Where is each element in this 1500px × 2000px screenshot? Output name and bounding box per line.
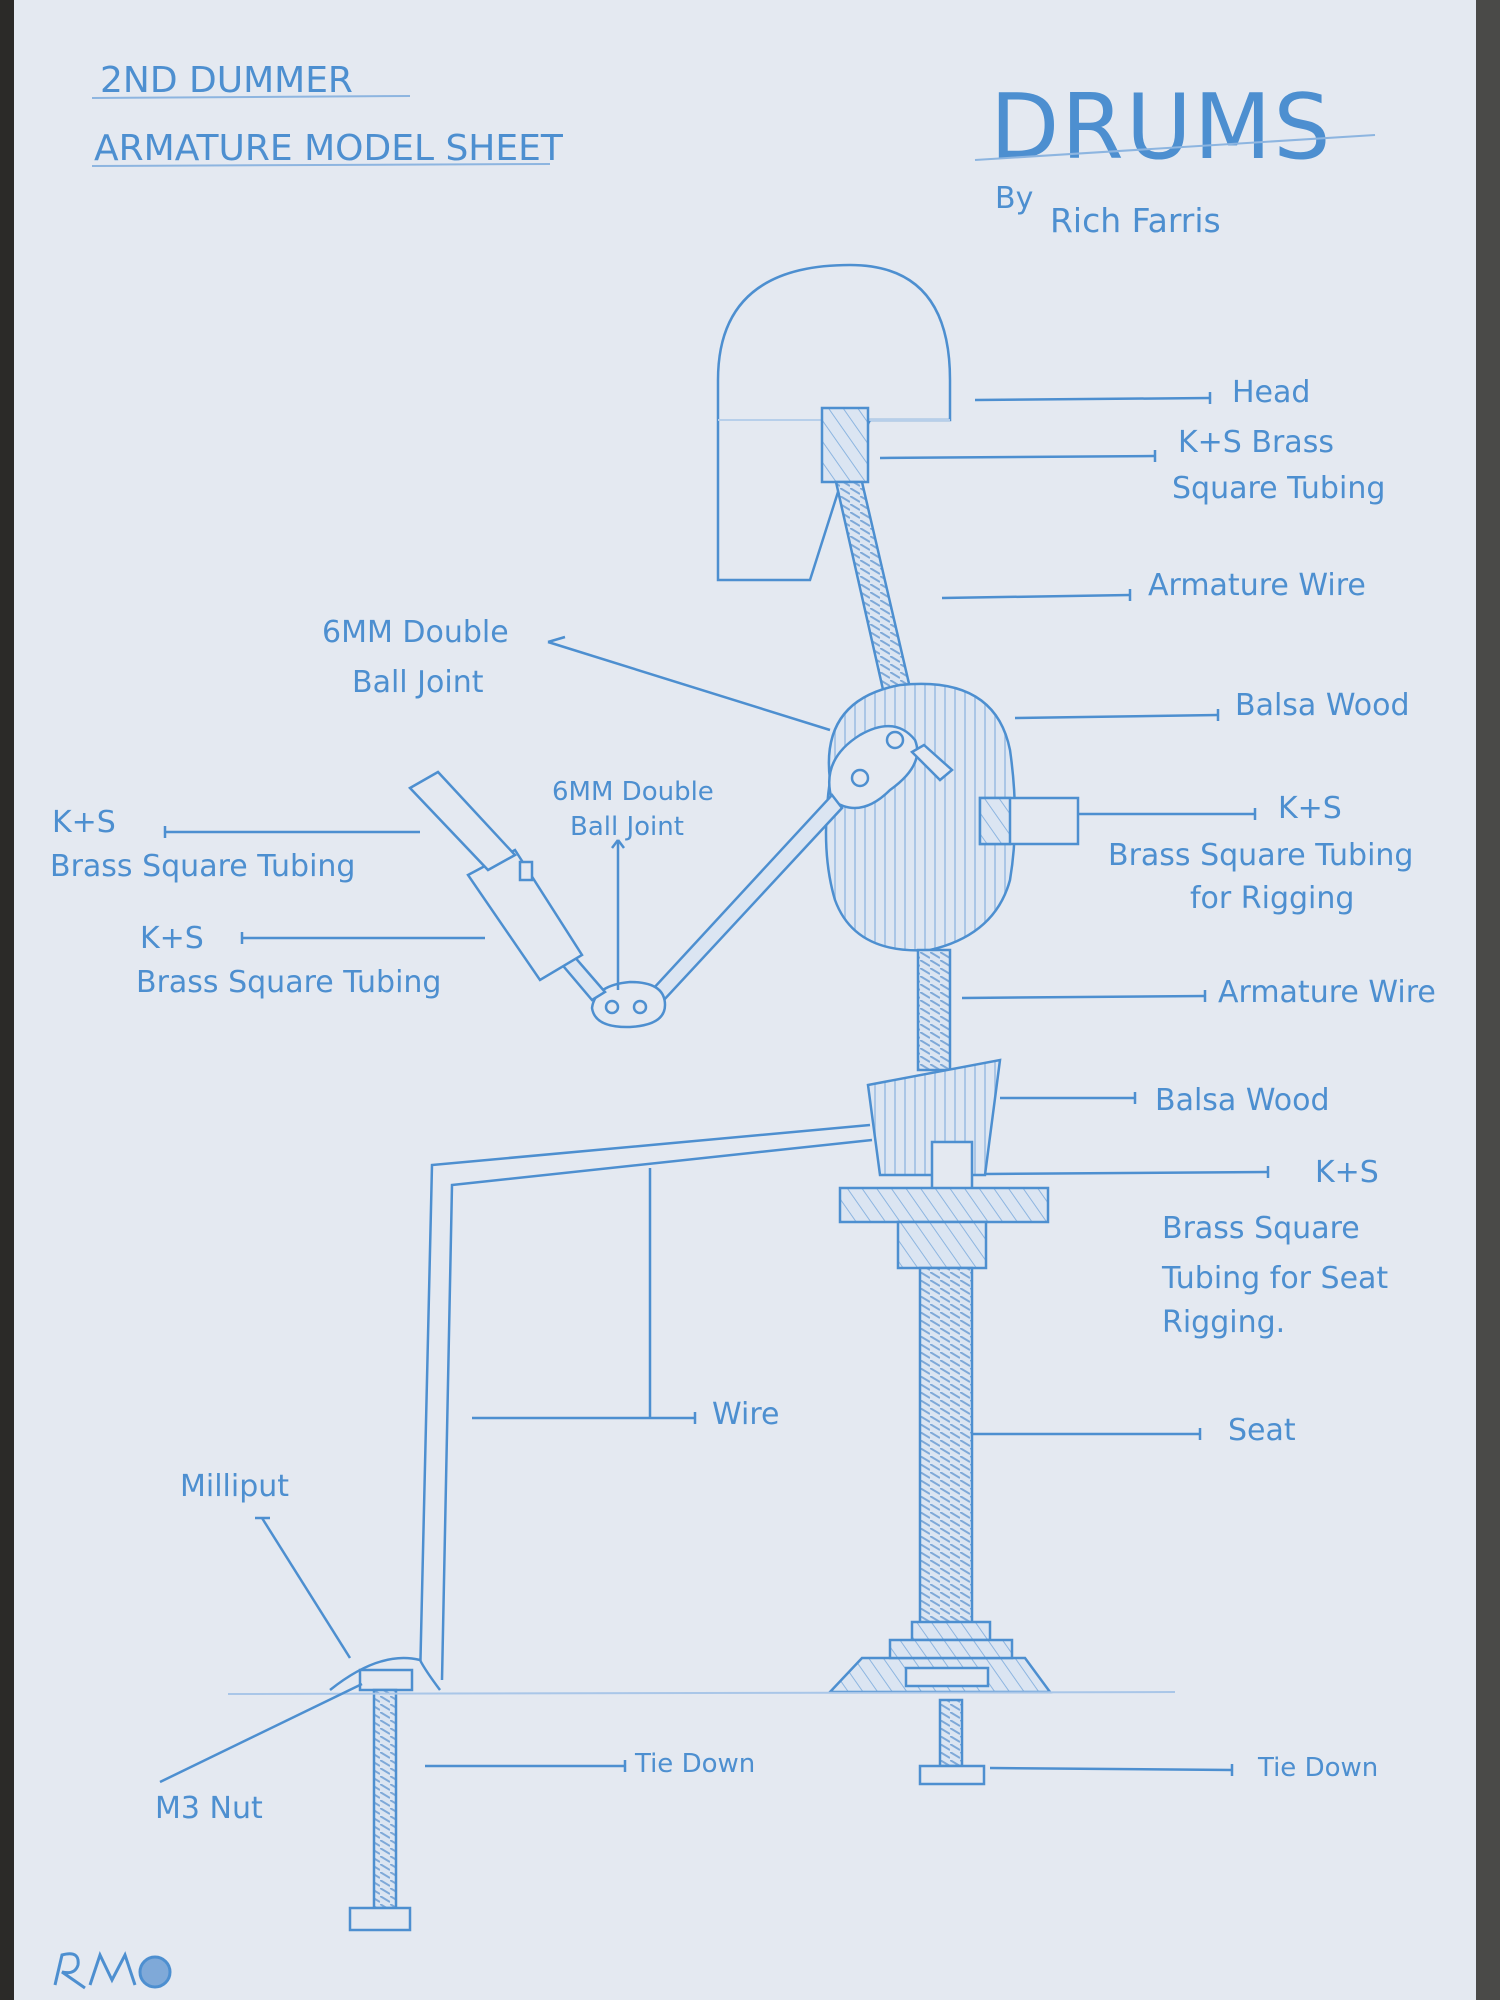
- label-ks-rig-3: for Rigging: [1190, 881, 1354, 916]
- leg-wire-inner: [440, 1138, 873, 1681]
- label-ks-rig-2: Brass Square Tubing: [1108, 838, 1413, 873]
- seat-plate: [838, 1186, 1050, 1224]
- label-tie-down-left: Tie Down: [634, 1749, 755, 1779]
- seat-post: [918, 1266, 974, 1628]
- shoulder-ball-joint: [828, 724, 919, 810]
- header-underline-1: [91, 95, 411, 99]
- label-seat: Seat: [1228, 1413, 1296, 1448]
- label-balsa-chest: Balsa Wood: [1235, 688, 1410, 723]
- left-tie-down-head: [348, 1906, 412, 1932]
- leg-wire-outer: [418, 1123, 871, 1681]
- label-head: Head: [1232, 375, 1310, 410]
- label-ks-forearm-2: Brass Square Tubing: [50, 849, 355, 884]
- m3-nut: [358, 1668, 414, 1692]
- seat-base-top: [888, 1638, 1014, 1660]
- header-line-2: ARMATURE MODEL SHEET: [94, 128, 564, 169]
- label-tie-down-right: Tie Down: [1257, 1753, 1378, 1783]
- label-ks-tube-head-2: Square Tubing: [1172, 471, 1385, 506]
- label-double-ball-1b: Ball Joint: [352, 665, 484, 700]
- seat-collar: [896, 1220, 988, 1270]
- label-ks-seat-3: Tubing for Seat: [1161, 1261, 1388, 1296]
- title-underline: [974, 134, 1376, 161]
- label-balsa-hips: Balsa Wood: [1155, 1083, 1330, 1118]
- label-ks-tube-head-1: K+S Brass: [1178, 425, 1334, 460]
- artist-signature: [53, 1951, 172, 1990]
- header-line-1: 2ND DUMMER: [100, 60, 353, 101]
- elbow-ball-joint: [590, 980, 667, 1029]
- header-underline-2: [91, 163, 551, 167]
- right-tie-down-bolt: [938, 1698, 964, 1768]
- head-brass-tube: [820, 406, 870, 484]
- label-armature-wire-neck: Armature Wire: [1148, 568, 1366, 603]
- label-armature-wire-spine: Armature Wire: [1218, 975, 1436, 1010]
- ground-line: [227, 1691, 1176, 1695]
- label-double-ball-2a: 6MM Double: [552, 777, 714, 807]
- seat-base-nut: [904, 1666, 990, 1688]
- label-ks-rig-1: K+S: [1278, 791, 1342, 826]
- label-milliput: Milliput: [180, 1469, 289, 1504]
- label-ks-seat-2: Brass Square: [1162, 1211, 1360, 1246]
- label-double-ball-2b: Ball Joint: [570, 812, 684, 842]
- byline: By: [995, 181, 1033, 216]
- label-ks-wrist-2: Brass Square Tubing: [136, 965, 441, 1000]
- sheet-title: DRUMS: [990, 75, 1333, 180]
- label-double-ball-1a: 6MM Double: [322, 615, 509, 650]
- sheet-right-edge: [1476, 0, 1500, 2000]
- left-tie-down-bolt: [372, 1688, 398, 1910]
- label-ks-wrist-1: K+S: [140, 921, 204, 956]
- right-tie-down-head: [918, 1764, 986, 1786]
- label-ks-seat-1: K+S: [1315, 1155, 1379, 1190]
- forearm-brass-tube: [407, 770, 518, 872]
- leader-lines: [159, 392, 1270, 1784]
- spine-armature-wire: [916, 948, 952, 1072]
- label-m3-nut: M3 Nut: [155, 1791, 263, 1826]
- label-ks-forearm-1: K+S: [52, 805, 116, 840]
- label-wire: Wire: [712, 1397, 779, 1432]
- armature-figure: [227, 263, 1176, 1932]
- label-ks-seat-4: Rigging.: [1162, 1305, 1285, 1340]
- author-name: Rich Farris: [1050, 201, 1221, 240]
